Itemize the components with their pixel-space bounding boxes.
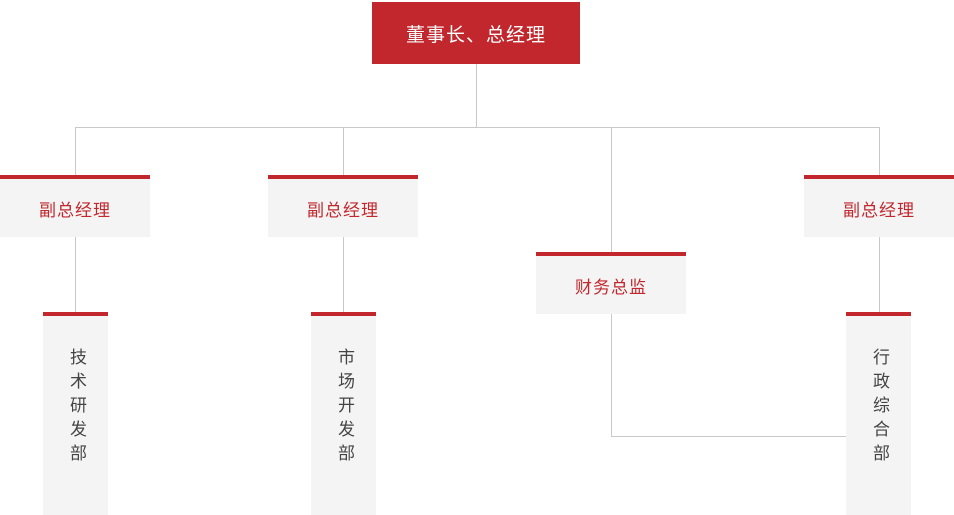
node-vp-1[interactable]: 副总经理 [0, 175, 150, 237]
node-vp-1-label: 副总经理 [39, 200, 111, 221]
node-chairman-label: 董事长、总经理 [405, 23, 546, 46]
connector-vp3-to-dept-admin [879, 237, 880, 312]
connector-drop-cfo [611, 127, 612, 252]
node-vp-3-label: 副总经理 [843, 200, 915, 221]
connector-vp1-to-dept-rd [75, 237, 76, 312]
node-vp-2-label: 副总经理 [307, 200, 379, 221]
node-cfo[interactable]: 财务总监 [536, 252, 686, 314]
node-dept-rd[interactable]: 技术研发部 [43, 312, 108, 515]
node-dept-admin-label: 行政综合部 [869, 348, 889, 468]
connector-drop-vp-1 [75, 127, 76, 175]
connector-drop-vp-3 [879, 127, 880, 175]
connector-cfo-tail [611, 314, 612, 437]
node-cfo-label: 财务总监 [575, 277, 647, 298]
connector-cfo-to-dept-admin [611, 436, 851, 437]
node-dept-mkt[interactable]: 市场开发部 [311, 312, 376, 515]
connector-chairman-stem [476, 64, 477, 128]
node-dept-admin[interactable]: 行政综合部 [846, 312, 911, 515]
node-vp-2[interactable]: 副总经理 [268, 175, 418, 237]
node-dept-rd-label: 技术研发部 [66, 348, 86, 468]
connector-level2-bus [75, 127, 880, 128]
connector-drop-vp-2 [343, 127, 344, 175]
node-chairman[interactable]: 董事长、总经理 [372, 2, 580, 64]
node-dept-mkt-label: 市场开发部 [334, 348, 354, 468]
connector-vp2-to-dept-mkt [343, 237, 344, 312]
node-vp-3[interactable]: 副总经理 [804, 175, 954, 237]
